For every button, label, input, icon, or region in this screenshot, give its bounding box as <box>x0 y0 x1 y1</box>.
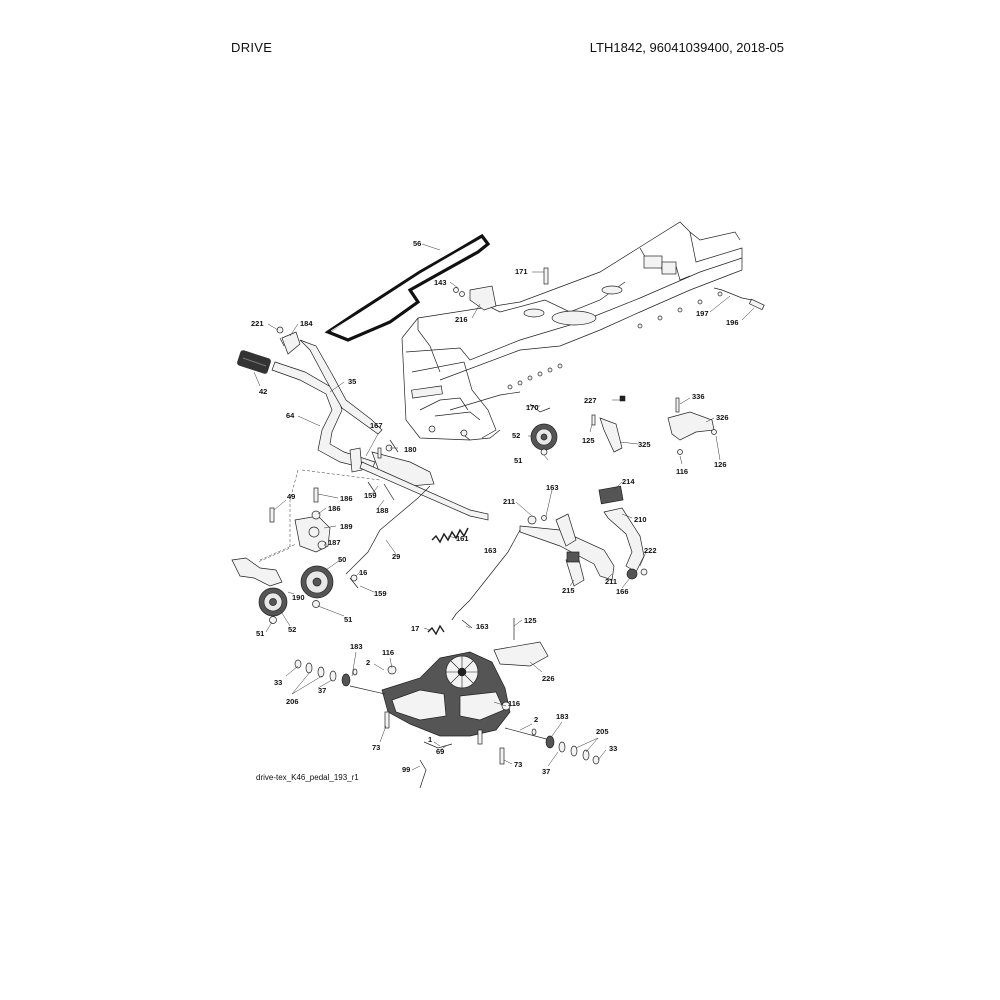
callout-161: 161 <box>456 534 469 543</box>
right-axle-washers <box>531 728 600 765</box>
callout-171: 171 <box>515 267 528 276</box>
callout-37: 37 <box>318 686 326 695</box>
callout-49: 49 <box>287 492 295 501</box>
callout-50: 50 <box>338 555 346 564</box>
callout-216: 216 <box>455 315 468 324</box>
callout-42: 42 <box>259 387 267 396</box>
page-title: DRIVE <box>231 40 273 55</box>
callout-116: 116 <box>382 648 394 657</box>
callout-183: 183 <box>556 712 569 721</box>
callout-52: 52 <box>512 431 520 440</box>
callout-51: 51 <box>256 629 264 638</box>
callout-159: 159 <box>364 491 377 500</box>
callout-33: 33 <box>609 744 617 753</box>
callout-215: 215 <box>562 586 575 595</box>
left-axle-washers <box>294 659 358 687</box>
callout-167: 167 <box>370 421 383 430</box>
brake-pedal-assembly <box>427 485 648 667</box>
callout-2: 2 <box>534 715 538 724</box>
callout-126: 126 <box>714 460 727 469</box>
callout-221: 221 <box>251 319 264 328</box>
callout-180: 180 <box>404 445 417 454</box>
callout-226: 226 <box>542 674 555 683</box>
callout-210: 210 <box>634 515 647 524</box>
callout-56: 56 <box>413 239 421 248</box>
callout-326: 326 <box>716 413 729 422</box>
callout-99: 99 <box>402 765 410 774</box>
callout-186: 186 <box>340 494 353 503</box>
callout-205: 205 <box>596 727 609 736</box>
callout-69: 69 <box>436 747 444 756</box>
callout-189: 189 <box>340 522 353 531</box>
hook-rod <box>713 287 753 301</box>
callout-336: 336 <box>692 392 705 401</box>
callout-37: 37 <box>542 767 550 776</box>
callout-73: 73 <box>514 760 522 769</box>
callout-163: 163 <box>546 483 559 492</box>
callout-214: 214 <box>622 477 635 486</box>
callout-184: 184 <box>300 319 313 328</box>
callout-206: 206 <box>286 697 299 706</box>
callout-2: 2 <box>366 658 370 667</box>
callout-222: 222 <box>644 546 657 555</box>
callout-73: 73 <box>372 743 380 752</box>
callout-1: 1 <box>428 735 432 744</box>
frame-chassis <box>401 221 743 441</box>
belt-guide-bracket <box>469 285 497 311</box>
callout-196: 196 <box>726 318 739 327</box>
callout-33: 33 <box>274 678 282 687</box>
callout-125: 125 <box>582 436 595 445</box>
callout-35: 35 <box>348 377 356 386</box>
callout-186: 186 <box>328 504 341 513</box>
callout-17: 17 <box>411 624 419 633</box>
callout-166: 166 <box>616 587 629 596</box>
callout-16: 16 <box>359 568 367 577</box>
leader-lines <box>253 243 755 771</box>
callout-116: 116 <box>508 699 520 708</box>
document-reference: LTH1842, 96041039400, 2018-05 <box>589 40 784 55</box>
callout-143: 143 <box>434 278 447 287</box>
callout-51: 51 <box>514 456 522 465</box>
callout-29: 29 <box>392 552 400 561</box>
callout-227: 227 <box>584 396 597 405</box>
callout-51: 51 <box>344 615 352 624</box>
callout-52: 52 <box>288 625 296 634</box>
callout-125: 125 <box>524 616 537 625</box>
file-reference: drive-tex_K46_pedal_193_r1 <box>256 773 359 782</box>
callout-labels: 56 171 143 216 197 196 221 184 42 35 64 … <box>251 239 739 782</box>
callout-159: 159 <box>374 589 387 598</box>
callout-211: 211 <box>503 497 515 506</box>
callout-163: 163 <box>476 622 489 631</box>
callout-197: 197 <box>696 309 709 318</box>
callout-163: 163 <box>484 546 497 555</box>
callout-170: 170 <box>526 403 539 412</box>
callout-183: 183 <box>350 642 363 651</box>
callout-325: 325 <box>638 440 651 449</box>
callout-187: 187 <box>328 538 341 547</box>
callout-188: 188 <box>376 506 389 515</box>
callout-211: 211 <box>605 577 617 586</box>
drive-belt <box>324 233 491 342</box>
callout-64: 64 <box>286 411 295 420</box>
callout-190: 190 <box>292 593 305 602</box>
callout-116: 116 <box>676 467 688 476</box>
transaxle <box>349 651 551 789</box>
pedal-shaft-assembly <box>231 326 489 624</box>
